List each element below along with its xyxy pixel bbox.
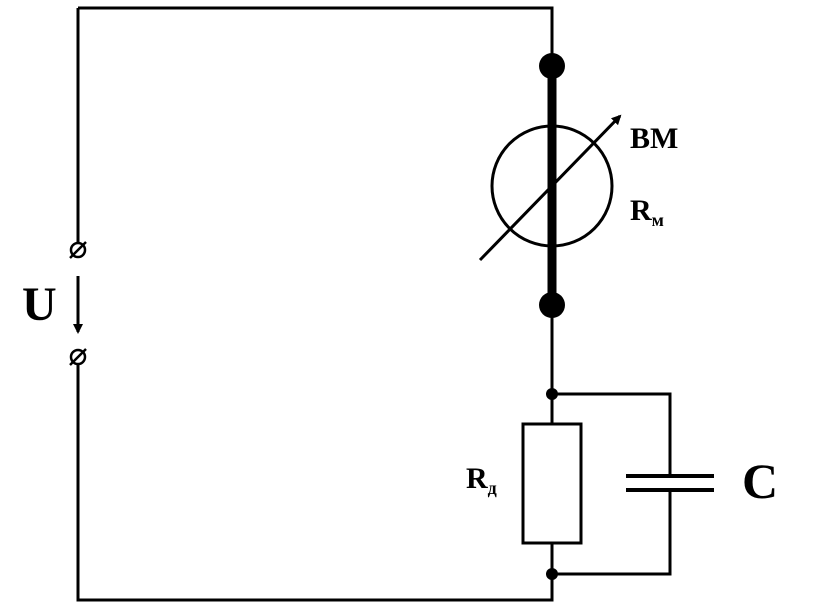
- supply-voltage-label: U: [22, 278, 57, 331]
- measuring-instrument: ВМ Rм: [478, 53, 678, 318]
- meter-node-bottom: [539, 292, 565, 318]
- junction-node-bottom: [546, 568, 558, 580]
- wires: [76, 6, 554, 602]
- resistor-label: Rд: [466, 462, 497, 498]
- junction-node-top: [546, 388, 558, 400]
- bottom-branch-wire: [552, 492, 672, 576]
- capacitor-label: C: [742, 453, 778, 509]
- meter-circle: [490, 124, 614, 248]
- meter-name-label: ВМ: [630, 122, 678, 155]
- top-wire: [78, 6, 554, 66]
- meter-node-top: [539, 53, 565, 79]
- parallel-block: Rд C: [466, 388, 778, 580]
- resistor-body: [521, 422, 583, 545]
- meter-resistance-label: Rм: [630, 194, 664, 230]
- top-branch-wire: [552, 392, 672, 474]
- variable-arrow-icon: [478, 114, 622, 262]
- supply-terminal-top: [69, 241, 87, 259]
- left-wire-lower: [76, 357, 554, 602]
- supply-terminal-bottom: [69, 348, 87, 366]
